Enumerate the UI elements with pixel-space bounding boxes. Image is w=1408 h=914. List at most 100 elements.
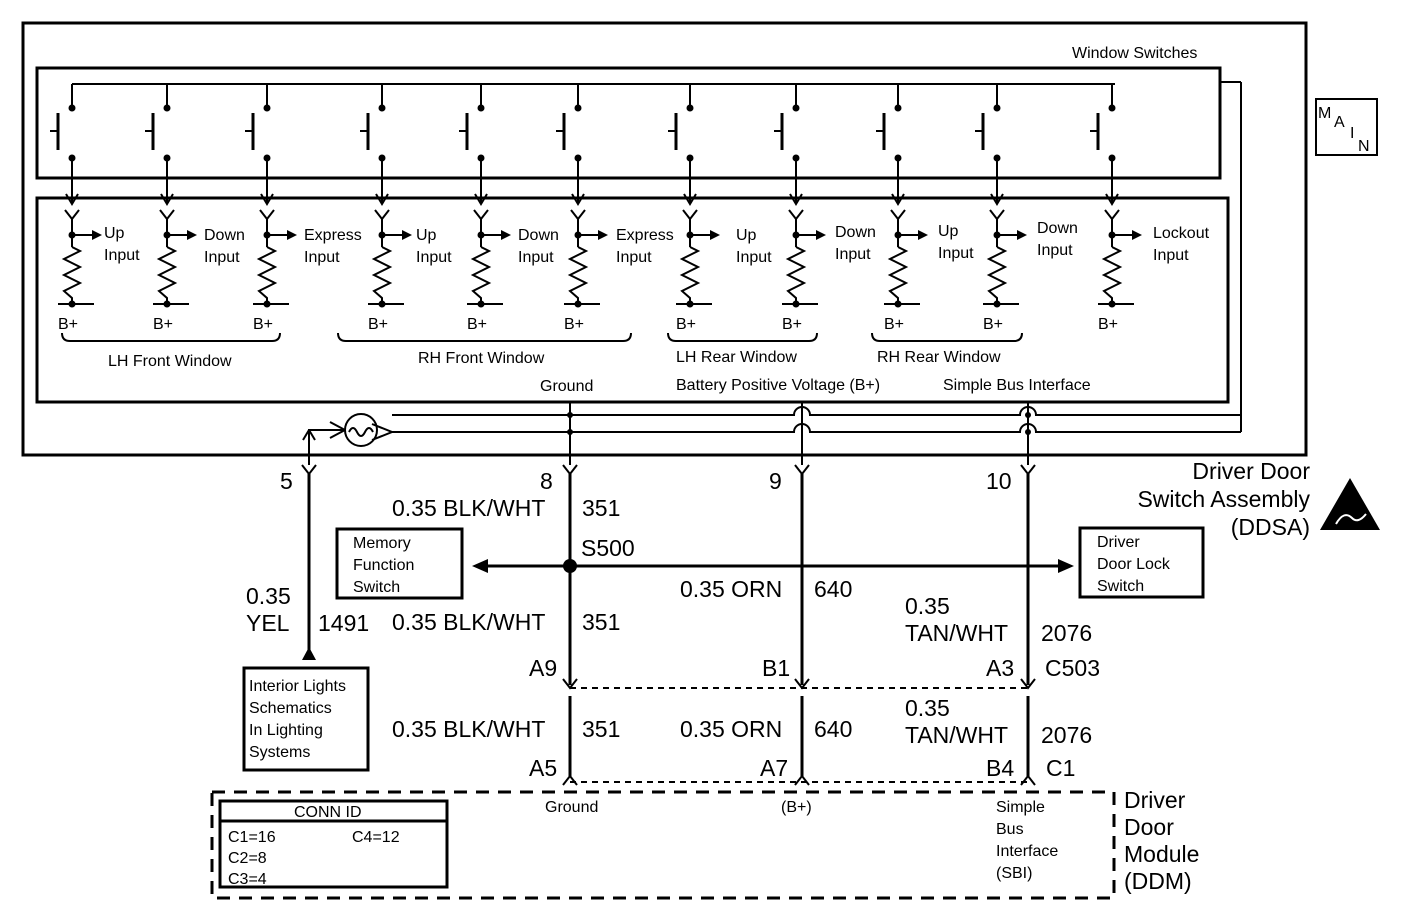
bplus-label: B+ (564, 316, 584, 333)
pin-10: 10 (986, 468, 1012, 494)
c1-pin-a7: A7 (760, 755, 788, 781)
wire-9-spec-bottom: 0.35 ORN (680, 716, 782, 742)
wire-8-circuit-mid: 351 (582, 609, 620, 635)
splice-label: S500 (581, 535, 635, 561)
wire-10-color-top: TAN/WHT (905, 620, 1008, 646)
rh-front-window-label: RH Front Window (418, 350, 545, 367)
bplus-label: B+ (58, 316, 78, 333)
ddm-ground-label: Ground (545, 799, 598, 816)
window-switches-label: Window Switches (1072, 45, 1197, 62)
ddm-bplus-label: (B+) (781, 799, 812, 816)
wire-10-circuit-top: 2076 (1041, 620, 1092, 646)
ddm-box (210, 790, 1116, 900)
pin-9: 9 (769, 468, 782, 494)
window-switches-box (35, 66, 1222, 180)
conn-id-table (218, 799, 449, 889)
main-letter-n: N (1358, 138, 1370, 155)
switch-column (774, 84, 826, 308)
wire-5-gauge: 0.35 (246, 583, 291, 609)
conn-id-c1: C1=16 (228, 829, 276, 846)
battery-label: Battery Positive Voltage (B+) (676, 377, 880, 394)
wire-8-spec-mid: 0.35 BLK/WHT (392, 609, 545, 635)
switch-column (668, 84, 720, 308)
pin-connectors (301, 464, 1036, 476)
rh-rear-window-label: RH Rear Window (877, 349, 1001, 366)
wire-10-gauge-top: 0.35 (905, 593, 950, 619)
bplus-label: B+ (884, 316, 904, 333)
wire-8-spec-top: 0.35 BLK/WHT (392, 495, 545, 521)
switch-column (145, 84, 197, 308)
pin-8: 8 (540, 468, 553, 494)
wire-8-circuit-top: 351 (582, 495, 620, 521)
wire-10-color-bottom: TAN/WHT (905, 722, 1008, 748)
wire-8-spec-bottom: 0.35 BLK/WHT (392, 716, 545, 742)
c1-pin-a5: A5 (529, 755, 557, 781)
switch-column (876, 84, 928, 308)
conn-id-c3: C3=4 (228, 871, 267, 888)
main-letter-m: M (1318, 105, 1331, 122)
bplus-label: B+ (253, 316, 273, 333)
bplus-label: B+ (983, 316, 1003, 333)
wire-10-gauge-bottom: 0.35 (905, 695, 950, 721)
wire-5-color: YEL (246, 610, 290, 636)
ground-label: Ground (540, 378, 593, 395)
bplus-label: B+ (782, 316, 802, 333)
bplus-label: B+ (1098, 316, 1118, 333)
conn-id-c2: C2=8 (228, 850, 267, 867)
switch-column (556, 84, 608, 308)
c503-pin-b1: B1 (762, 655, 790, 681)
wire-9-circuit-top: 640 (814, 576, 852, 602)
switch-column (1090, 84, 1142, 308)
interior-lights-box (242, 666, 370, 772)
esd-warning-icon (1320, 478, 1380, 530)
c503-pin-a3: A3 (986, 655, 1014, 681)
c1-label: C1 (1046, 755, 1075, 781)
main-box (1315, 98, 1378, 156)
main-letter-a: A (1334, 114, 1345, 131)
c1-pin-b4: B4 (986, 755, 1014, 781)
inputs-box (35, 196, 1230, 404)
wire-5-circuit: 1491 (318, 610, 369, 636)
bplus-label: B+ (368, 316, 388, 333)
wire-9-spec-top: 0.35 ORN (680, 576, 782, 602)
lh-rear-window-label: LH Rear Window (676, 349, 797, 366)
ddsa-outer-box (21, 21, 1308, 457)
c503-pin-a9: A9 (529, 655, 557, 681)
switch-column (360, 84, 412, 308)
bplus-label: B+ (676, 316, 696, 333)
sbi-label: Simple Bus Interface (943, 377, 1091, 394)
c503-label: C503 (1045, 655, 1100, 681)
switch-column (50, 84, 102, 308)
main-letter-i: I (1350, 125, 1354, 142)
bplus-label: B+ (153, 316, 173, 333)
pin-5: 5 (280, 468, 293, 494)
switch-column (975, 84, 1027, 308)
memory-function-switch-box (335, 527, 464, 600)
switch-column (459, 84, 511, 308)
wire-9-circuit-bottom: 640 (814, 716, 852, 742)
conn-id-c4: C4=12 (352, 829, 400, 846)
switch-column (245, 84, 297, 308)
group-braces (61, 332, 1023, 342)
wire-10-circuit-bottom: 2076 (1041, 722, 1092, 748)
conn-id-title: CONN ID (294, 804, 362, 821)
wire-8-circuit-bottom: 351 (582, 716, 620, 742)
bplus-label: B+ (467, 316, 487, 333)
